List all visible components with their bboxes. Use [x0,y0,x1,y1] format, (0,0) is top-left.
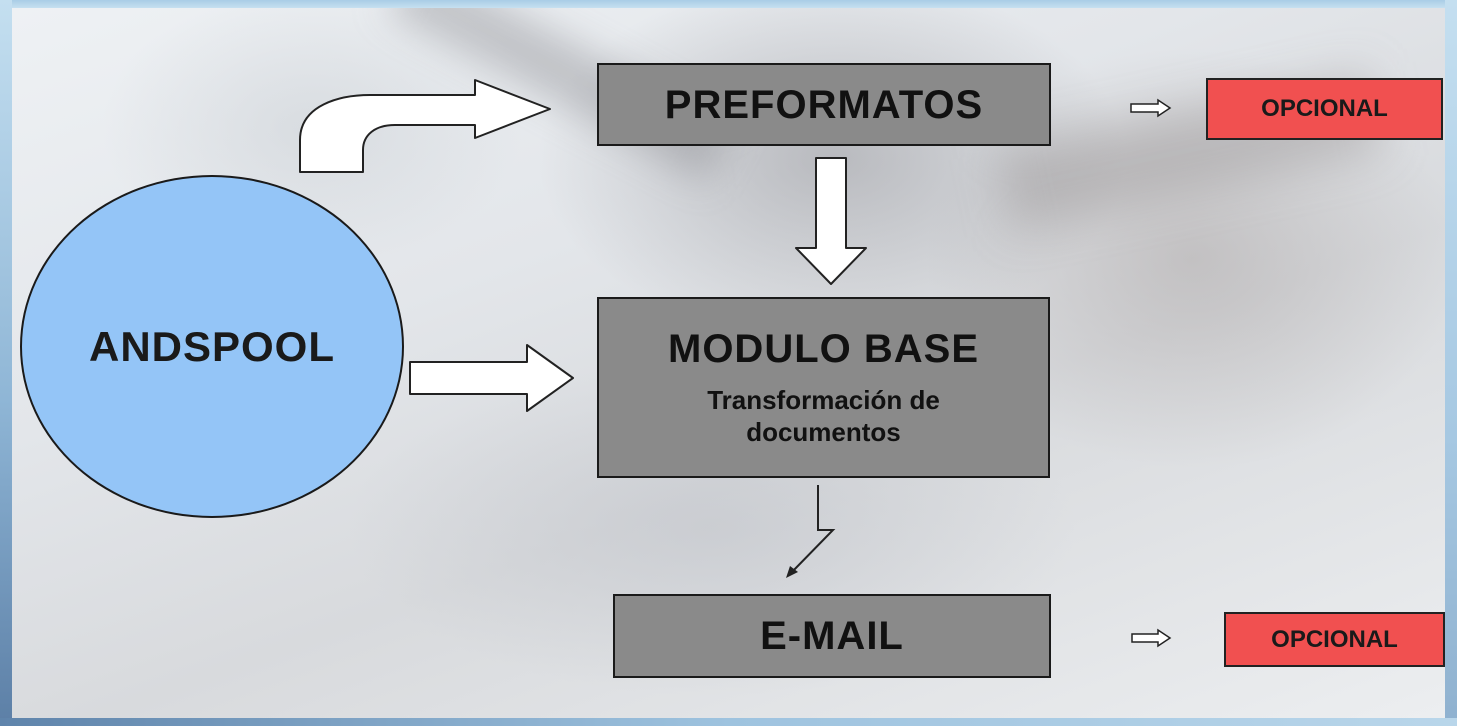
frame-top-border [0,0,1457,8]
small-arrow-to-opcional-1 [1130,98,1172,118]
modulo-base-subtitle: Transformación de documentos [707,385,940,447]
arrow-to-modulo-base [409,344,574,412]
opcional-tag-email: OPCIONAL [1224,612,1445,667]
arrow-down-to-modulo-base [795,157,867,285]
zigzag-arrowhead [786,566,798,578]
opcional-label: OPCIONAL [1261,95,1388,122]
frame-bottom-border [0,718,1457,726]
modulo-base-label: MODULO BASE [668,327,979,372]
curved-arrow-to-preformatos [299,79,551,173]
preformatos-box: PREFORMATOS [597,63,1051,146]
frame-right-border [1445,0,1457,726]
small-arrow-to-opcional-2 [1131,628,1172,648]
opcional-label: OPCIONAL [1271,625,1398,653]
modulo-base-box: MODULO BASE Transformación de documentos [597,297,1050,478]
email-box: E-MAIL [613,594,1051,678]
preformatos-label: PREFORMATOS [664,82,984,127]
andspool-label: ANDSPOOL [88,322,335,370]
zigzag-connector-to-email [789,485,836,575]
email-label: E-MAIL [760,614,904,658]
andspool-circle: ANDSPOOL [20,175,404,518]
frame-left-border [0,0,12,726]
opcional-tag-preformatos: OPCIONAL [1206,78,1443,140]
